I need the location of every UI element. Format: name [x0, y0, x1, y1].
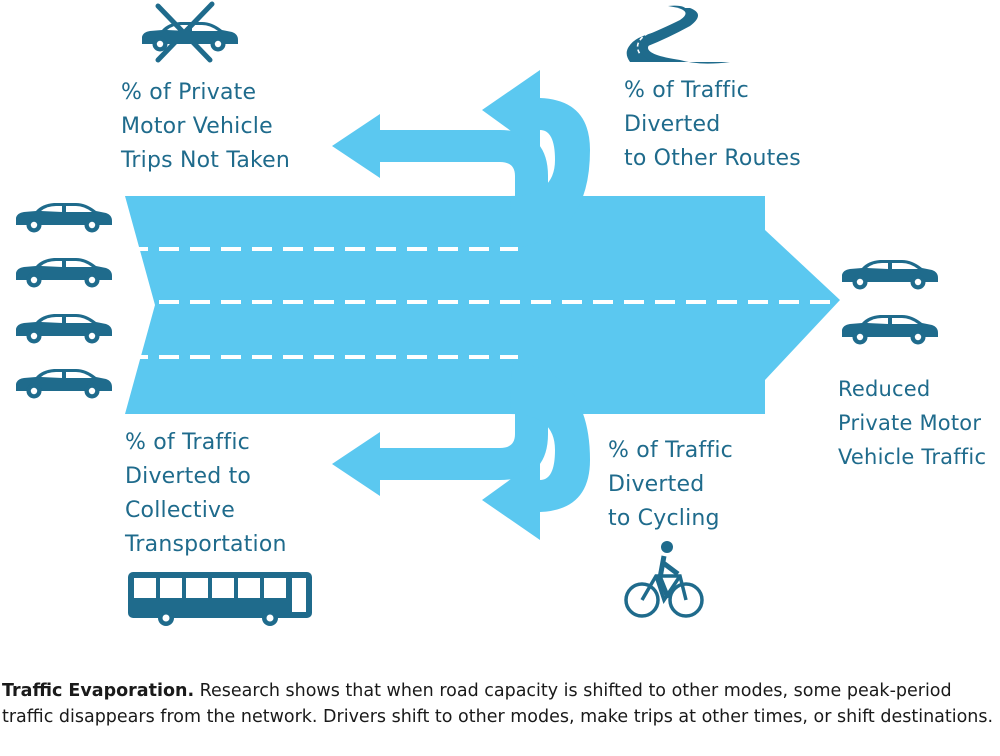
crossed-out-car-icon	[142, 1, 238, 63]
lane-markings	[128, 247, 836, 359]
car-icon	[842, 315, 938, 345]
car-icon	[16, 369, 112, 399]
caption-text: Research shows that when road capacity i…	[2, 681, 994, 727]
outgoing-cars	[842, 260, 938, 345]
collective-transport-arrow	[332, 414, 548, 496]
other-routes-arrow	[482, 70, 590, 248]
incoming-cars	[16, 203, 112, 399]
figure-caption: Traffic Evaporation. Research shows that…	[2, 678, 998, 730]
main-flow-arrow	[125, 196, 840, 414]
car-icon	[16, 258, 112, 288]
car-icon	[842, 260, 938, 290]
winding-road-icon	[626, 5, 730, 64]
cyclist-icon	[624, 541, 704, 618]
label-collective-transportation: % of Traffic Diverted to Collective Tran…	[125, 430, 287, 557]
label-trips-not-taken: % of Private Motor Vehicle Trips Not Tak…	[121, 80, 291, 173]
traffic-evaporation-diagram	[16, 1, 938, 626]
cycling-arrow	[482, 362, 590, 540]
car-icon	[16, 314, 112, 344]
caption-title: Traffic Evaporation.	[2, 681, 195, 701]
trips-not-taken-arrow	[332, 114, 548, 196]
label-cycling: % of Traffic Diverted to Cycling	[608, 438, 733, 531]
bus-icon	[128, 572, 312, 626]
label-other-routes: % of Traffic Diverted to Other Routes	[624, 78, 801, 171]
car-icon	[16, 203, 112, 233]
label-reduced-traffic: Reduced Private Motor Vehicle Traffic	[838, 377, 987, 469]
